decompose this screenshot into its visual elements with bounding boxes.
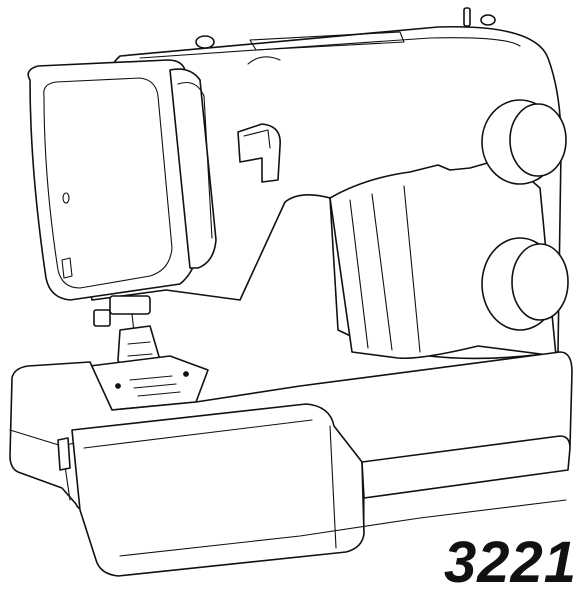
stitch-lever bbox=[237, 123, 281, 183]
lower-dial-face bbox=[511, 243, 569, 321]
needle-plate-screw bbox=[115, 383, 121, 389]
tray-latch bbox=[57, 437, 71, 471]
needle-clamp bbox=[109, 295, 151, 315]
accessory-tray-top bbox=[83, 419, 313, 449]
stitch-lever-top bbox=[243, 129, 271, 149]
accessory-tray bbox=[71, 403, 365, 577]
pillar-seam bbox=[349, 199, 369, 349]
presser-foot-bar bbox=[93, 309, 111, 327]
top-hook-slot bbox=[247, 56, 281, 65]
accessory-tray-seam bbox=[329, 425, 337, 549]
light-switch bbox=[61, 257, 73, 279]
bed-right-face bbox=[361, 435, 571, 499]
take-up-lever-cover bbox=[169, 68, 217, 269]
face-plate-panel bbox=[43, 77, 173, 289]
presser-foot-slot bbox=[127, 341, 153, 357]
pressure-regulator-knob bbox=[195, 35, 215, 49]
pillar-seam bbox=[403, 185, 421, 353]
thread-guide-slot bbox=[177, 81, 213, 239]
machine-head bbox=[27, 59, 201, 301]
pillar-seam bbox=[371, 193, 393, 351]
upper-dial-face bbox=[509, 103, 567, 177]
top-cover-line bbox=[139, 37, 521, 59]
top-recess bbox=[249, 31, 405, 51]
spool-pin-left bbox=[463, 7, 471, 27]
sewing-machine-illustration: 3221 bbox=[9, 7, 576, 592]
model-number: 3221 bbox=[443, 530, 577, 595]
feed-dogs bbox=[129, 375, 181, 397]
machine-base bbox=[119, 499, 567, 557]
spool-pin-cap bbox=[480, 14, 496, 26]
needle-plate-screw bbox=[183, 371, 189, 377]
face-plate-screw bbox=[62, 192, 70, 204]
